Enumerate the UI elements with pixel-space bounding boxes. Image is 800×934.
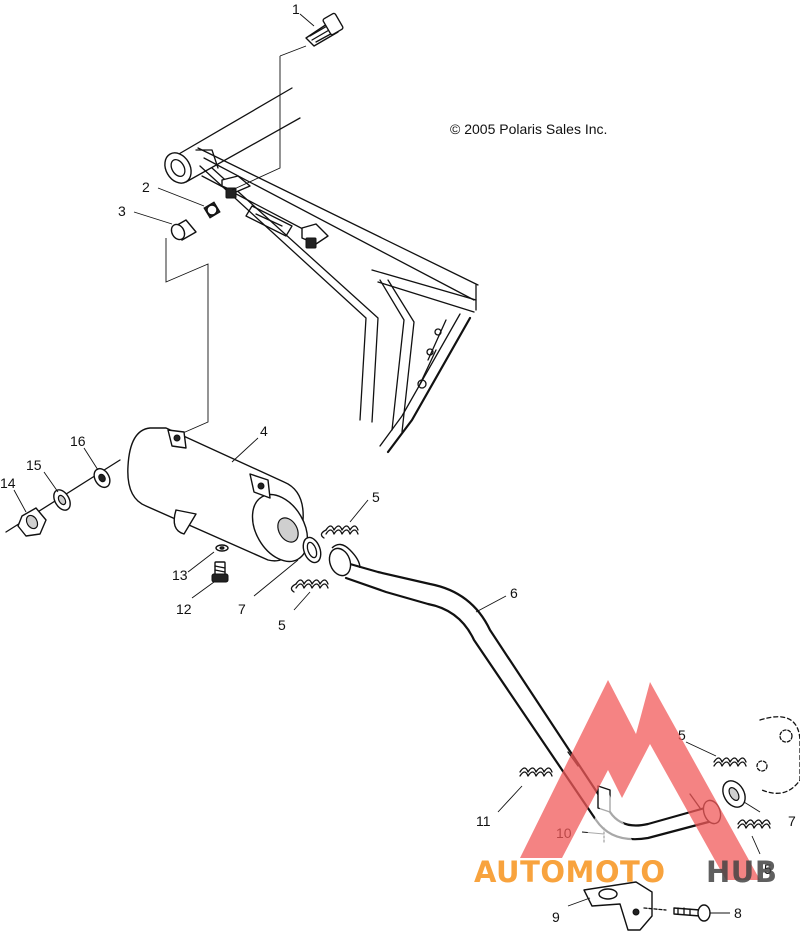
spring-part-5-right-upper (713, 757, 747, 767)
callout-7: 7 (238, 601, 246, 617)
frame-assembly (164, 87, 479, 454)
gasket-part-7-left (302, 536, 322, 564)
callout-5: 5 (372, 489, 380, 505)
callout-5: 5 (278, 617, 286, 633)
callout-4: 4 (260, 423, 268, 439)
callout-8: 8 (734, 905, 742, 921)
bolt-part-8 (673, 904, 711, 922)
callout-13: 13 (172, 567, 188, 583)
screw-part-12 (211, 561, 229, 583)
callout-2: 2 (142, 179, 150, 195)
watermark-text-automoto: AUTOMOTO (474, 855, 665, 889)
gasket-part-7-right (722, 780, 746, 808)
spring-part-11 (519, 767, 553, 777)
callout-5: 5 (764, 861, 772, 877)
bushing-part-3 (170, 219, 197, 241)
callout-9: 9 (552, 909, 560, 925)
callout-16: 16 (70, 433, 86, 449)
cylinder-head-outline (756, 716, 800, 794)
leader-lines (13, 13, 761, 914)
triangle-logo-icon (520, 680, 760, 880)
callout-15: 15 (26, 457, 42, 473)
bolt-part-1 (231, 12, 344, 191)
callout-12: 12 (176, 601, 192, 617)
callout-5: 5 (678, 727, 686, 743)
spring-part-5-lower (290, 579, 329, 593)
head-pipe-part-6 (328, 543, 722, 841)
copyright-text: © 2005 Polaris Sales Inc. (450, 121, 607, 137)
callout-1: 1 (292, 1, 300, 17)
grommet-part-2 (203, 201, 221, 219)
watermark-logo (520, 680, 760, 880)
washer-part-16 (93, 467, 111, 489)
callout-6: 6 (510, 585, 518, 601)
spring-part-5-upper (320, 525, 359, 539)
bracket-part-9 (583, 881, 667, 931)
callout-3: 3 (118, 203, 126, 219)
spring-part-5-right-lower (737, 819, 771, 829)
muffler-part-4 (127, 427, 309, 563)
callout-14: 14 (0, 475, 16, 491)
callout-7: 7 (788, 813, 796, 829)
washer-part-13 (215, 544, 229, 552)
watermark-text-hub: HUB (706, 855, 777, 889)
callout-11: 11 (476, 813, 491, 829)
